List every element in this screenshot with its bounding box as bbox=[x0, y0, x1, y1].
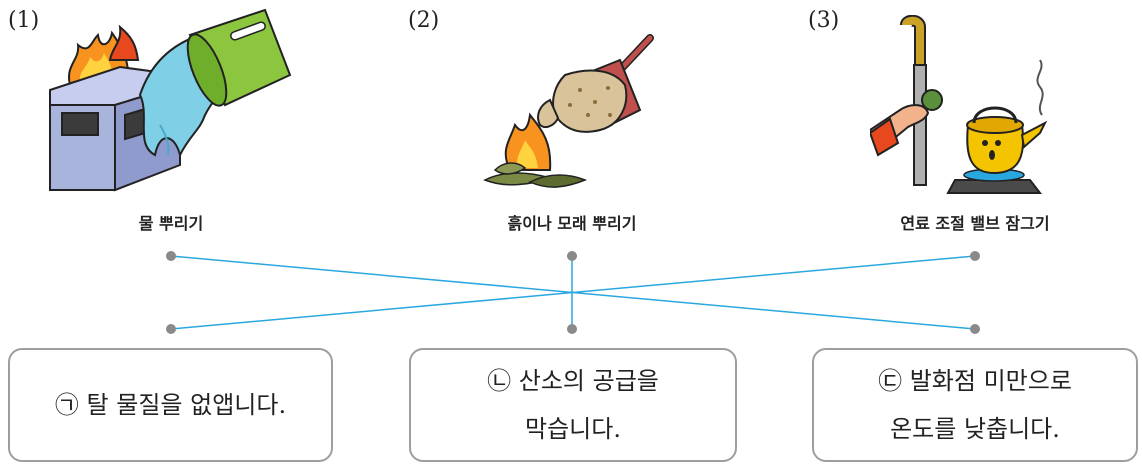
top-dot-3[interactable] bbox=[970, 251, 980, 261]
water-spray-illustration bbox=[49, 8, 292, 192]
answer-2-line-1: ㉡ 산소의 공급을 bbox=[487, 367, 659, 395]
answer-2-line-2: 막습니다. bbox=[525, 415, 621, 443]
sand-on-fire-illustration bbox=[483, 34, 654, 188]
item-2-caption: 흙이나 모래 뿌리기 bbox=[507, 214, 637, 233]
bottom-dot-3[interactable] bbox=[970, 324, 980, 334]
gas-valve-kettle-illustration bbox=[870, 15, 1048, 194]
connection-line-3-1 bbox=[170, 255, 976, 330]
answer-1-line-1: ㉠ 탈 물질을 없앱니다. bbox=[54, 391, 287, 419]
item-1-number: (1) bbox=[8, 8, 40, 33]
bottom-dot-1[interactable] bbox=[166, 324, 176, 334]
answer-3-line-2: 온도를 낮춥니다. bbox=[890, 415, 1060, 443]
item-1-caption: 물 뿌리기 bbox=[138, 214, 204, 233]
item-3-caption: 연료 조절 밸브 잠그기 bbox=[900, 214, 1050, 233]
item-3-number: (3) bbox=[808, 8, 840, 33]
answer-box-2: ㉡ 산소의 공급을 막습니다. bbox=[409, 348, 737, 462]
top-dot-1[interactable] bbox=[166, 251, 176, 261]
answer-3-line-1: ㉢ 발화점 미만으로 bbox=[878, 367, 1072, 395]
answer-box-1: ㉠ 탈 물질을 없앱니다. bbox=[8, 348, 333, 462]
answer-box-3: ㉢ 발화점 미만으로 온도를 낮춥니다. bbox=[812, 348, 1138, 462]
item-2-number: (2) bbox=[408, 8, 440, 33]
bottom-dot-2[interactable] bbox=[567, 324, 577, 334]
top-dot-2[interactable] bbox=[567, 251, 577, 261]
